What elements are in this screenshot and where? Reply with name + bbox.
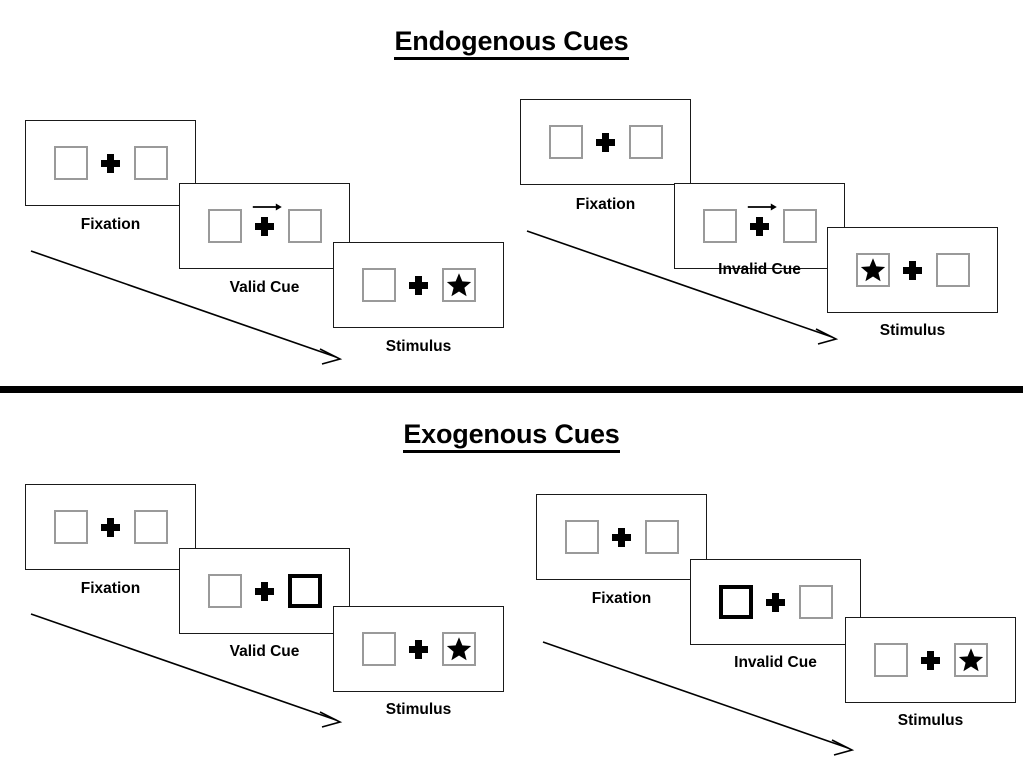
endo-invalid-cue-caption: Invalid Cue bbox=[718, 261, 801, 278]
endo-invalid-fixation-display bbox=[521, 100, 690, 184]
fixation-cross-wrap bbox=[88, 153, 134, 173]
exo-valid-stimulus-caption: Stimulus bbox=[385, 701, 452, 718]
exo-valid-fixation-display bbox=[26, 485, 195, 569]
fixation-cross-wrap bbox=[908, 650, 954, 670]
endo-invalid-cue-display bbox=[675, 184, 844, 268]
arrow-cue-right-icon bbox=[746, 202, 777, 214]
fixation-cross-icon bbox=[766, 592, 785, 612]
right-target-box bbox=[133, 510, 168, 544]
exo-valid-stimulus-display bbox=[334, 607, 503, 691]
exo-valid-stimulus-panel bbox=[333, 606, 504, 692]
fixation-cross-wrap bbox=[737, 203, 783, 236]
star-stimulus-icon bbox=[446, 272, 472, 298]
fixation-cross-wrap bbox=[242, 581, 288, 601]
endo-invalid-fixation-panel bbox=[520, 99, 691, 185]
fixation-cross-icon bbox=[921, 650, 940, 670]
left-target-box bbox=[207, 209, 242, 243]
exo-invalid-cue-display bbox=[691, 560, 860, 644]
left-target-box bbox=[548, 125, 583, 159]
fixation-cross-wrap bbox=[396, 639, 442, 659]
fixation-cross-wrap bbox=[396, 275, 442, 295]
left-target-box bbox=[702, 209, 737, 243]
fixation-cross-wrap bbox=[753, 592, 799, 612]
exo-invalid-cue-caption: Invalid Cue bbox=[734, 654, 817, 671]
left-target-box bbox=[361, 268, 396, 302]
left-target-box bbox=[53, 510, 88, 544]
fixation-cross-icon bbox=[596, 132, 615, 152]
endo-valid-cue-panel bbox=[179, 183, 350, 269]
section-divider bbox=[0, 386, 1023, 393]
right-target-box bbox=[441, 268, 476, 302]
fixation-cross-wrap bbox=[599, 527, 645, 547]
left-target-box bbox=[564, 520, 599, 554]
right-target-box bbox=[287, 209, 322, 243]
left-target-box bbox=[53, 146, 88, 180]
endo-valid-stimulus-caption: Stimulus bbox=[385, 338, 452, 355]
right-target-box bbox=[935, 253, 970, 287]
exo-invalid-stimulus-panel bbox=[845, 617, 1016, 703]
fixation-cross-icon bbox=[101, 517, 120, 537]
endo-invalid-fixation-caption: Fixation bbox=[575, 196, 636, 213]
star-stimulus-icon bbox=[860, 257, 886, 283]
right-target-box-cued bbox=[287, 574, 322, 608]
fixation-cross-icon bbox=[409, 275, 428, 295]
right-target-box bbox=[644, 520, 679, 554]
right-target-box bbox=[628, 125, 663, 159]
fixation-cross-wrap bbox=[88, 517, 134, 537]
right-target-box bbox=[798, 585, 833, 619]
endogenous-section-title: Endogenous Cues bbox=[0, 26, 1023, 60]
exo-invalid-fixation-panel bbox=[536, 494, 707, 580]
fixation-cross-icon bbox=[255, 216, 274, 236]
exo-valid-fixation-panel bbox=[25, 484, 196, 570]
endo-invalid-stimulus-caption: Stimulus bbox=[879, 322, 946, 339]
fixation-cross-wrap bbox=[890, 260, 936, 280]
endo-invalid-cue-panel bbox=[674, 183, 845, 269]
exo-invalid-stimulus-caption: Stimulus bbox=[897, 712, 964, 729]
fixation-cross-icon bbox=[255, 581, 274, 601]
fixation-cross-wrap bbox=[583, 132, 629, 152]
right-target-box bbox=[133, 146, 168, 180]
fixation-cross-icon bbox=[409, 639, 428, 659]
arrow-cue-right-icon bbox=[251, 202, 282, 214]
left-target-box-cued bbox=[718, 585, 753, 619]
endo-valid-fixation-caption: Fixation bbox=[80, 216, 141, 233]
endo-invalid-stimulus-display bbox=[828, 228, 997, 312]
left-target-box bbox=[207, 574, 242, 608]
right-target-box bbox=[953, 643, 988, 677]
exo-valid-cue-caption: Valid Cue bbox=[229, 643, 300, 660]
endo-valid-fixation-panel bbox=[25, 120, 196, 206]
exo-valid-fixation-caption: Fixation bbox=[80, 580, 141, 597]
right-target-box bbox=[441, 632, 476, 666]
endogenous-title-text: Endogenous Cues bbox=[394, 26, 629, 60]
endo-valid-stimulus-display bbox=[334, 243, 503, 327]
left-target-box bbox=[873, 643, 908, 677]
exo-invalid-fixation-caption: Fixation bbox=[591, 590, 652, 607]
exo-invalid-cue-panel bbox=[690, 559, 861, 645]
fixation-cross-icon bbox=[101, 153, 120, 173]
endo-valid-cue-display bbox=[180, 184, 349, 268]
fixation-cross-icon bbox=[903, 260, 922, 280]
exogenous-section-title: Exogenous Cues bbox=[0, 419, 1023, 453]
star-stimulus-icon bbox=[446, 636, 472, 662]
exo-invalid-fixation-display bbox=[537, 495, 706, 579]
right-target-box bbox=[782, 209, 817, 243]
left-target-box bbox=[855, 253, 890, 287]
fixation-cross-icon bbox=[612, 527, 631, 547]
exo-invalid-stimulus-display bbox=[846, 618, 1015, 702]
fixation-cross-icon bbox=[750, 216, 769, 236]
exo-valid-cue-display bbox=[180, 549, 349, 633]
endo-valid-cue-caption: Valid Cue bbox=[229, 279, 300, 296]
exo-valid-cue-panel bbox=[179, 548, 350, 634]
fixation-cross-wrap bbox=[242, 203, 288, 236]
endo-valid-stimulus-panel bbox=[333, 242, 504, 328]
left-target-box bbox=[361, 632, 396, 666]
star-stimulus-icon bbox=[958, 647, 984, 673]
endo-invalid-stimulus-panel bbox=[827, 227, 998, 313]
exogenous-title-text: Exogenous Cues bbox=[403, 419, 620, 453]
endo-valid-fixation-display bbox=[26, 121, 195, 205]
